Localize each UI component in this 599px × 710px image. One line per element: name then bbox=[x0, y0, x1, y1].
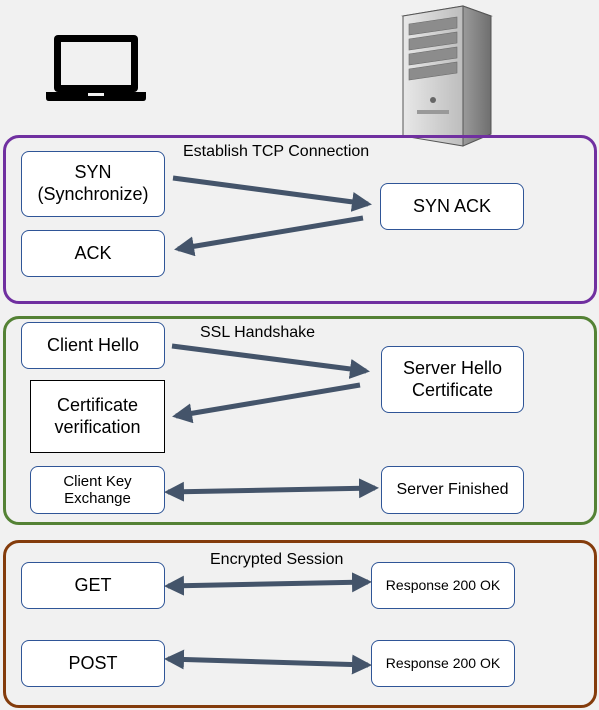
ssl-handshake-panel bbox=[3, 316, 597, 525]
laptop-icon bbox=[46, 35, 146, 101]
client-hello-box: Client Hello bbox=[21, 322, 165, 369]
server-finished-box: Server Finished bbox=[381, 466, 524, 514]
encrypted-panel-title: Encrypted Session bbox=[210, 551, 344, 568]
encrypted-session-panel bbox=[3, 540, 597, 708]
syn-ack-box: SYN ACK bbox=[380, 183, 524, 230]
ssl-panel-title: SSL Handshake bbox=[200, 324, 316, 341]
tcp-panel-title: Establish TCP Connection bbox=[183, 143, 370, 160]
syn-ack-arrow bbox=[174, 215, 364, 257]
post-box: POST bbox=[21, 640, 165, 687]
client-key-exchange-box: Client Key Exchange bbox=[30, 466, 165, 514]
response-post-box: Response 200 OK bbox=[371, 640, 515, 687]
get-box: GET bbox=[21, 562, 165, 609]
tcp-connection-panel bbox=[3, 135, 597, 304]
certificate-verification-box: Certificate verification bbox=[30, 380, 165, 453]
server-hello-arrow bbox=[172, 382, 361, 424]
syn-arrow bbox=[172, 175, 372, 212]
post-arrow bbox=[164, 649, 372, 675]
get-arrow bbox=[164, 572, 372, 596]
client-hello-arrow bbox=[171, 343, 370, 379]
syn-box: SYN (Synchronize) bbox=[21, 151, 165, 217]
ack-box: ACK bbox=[21, 230, 165, 277]
server-tower-icon bbox=[401, 5, 493, 147]
server-hello-box: Server Hello Certificate bbox=[381, 346, 524, 413]
key-exchange-arrow bbox=[164, 478, 379, 502]
response-get-box: Response 200 OK bbox=[371, 562, 515, 609]
